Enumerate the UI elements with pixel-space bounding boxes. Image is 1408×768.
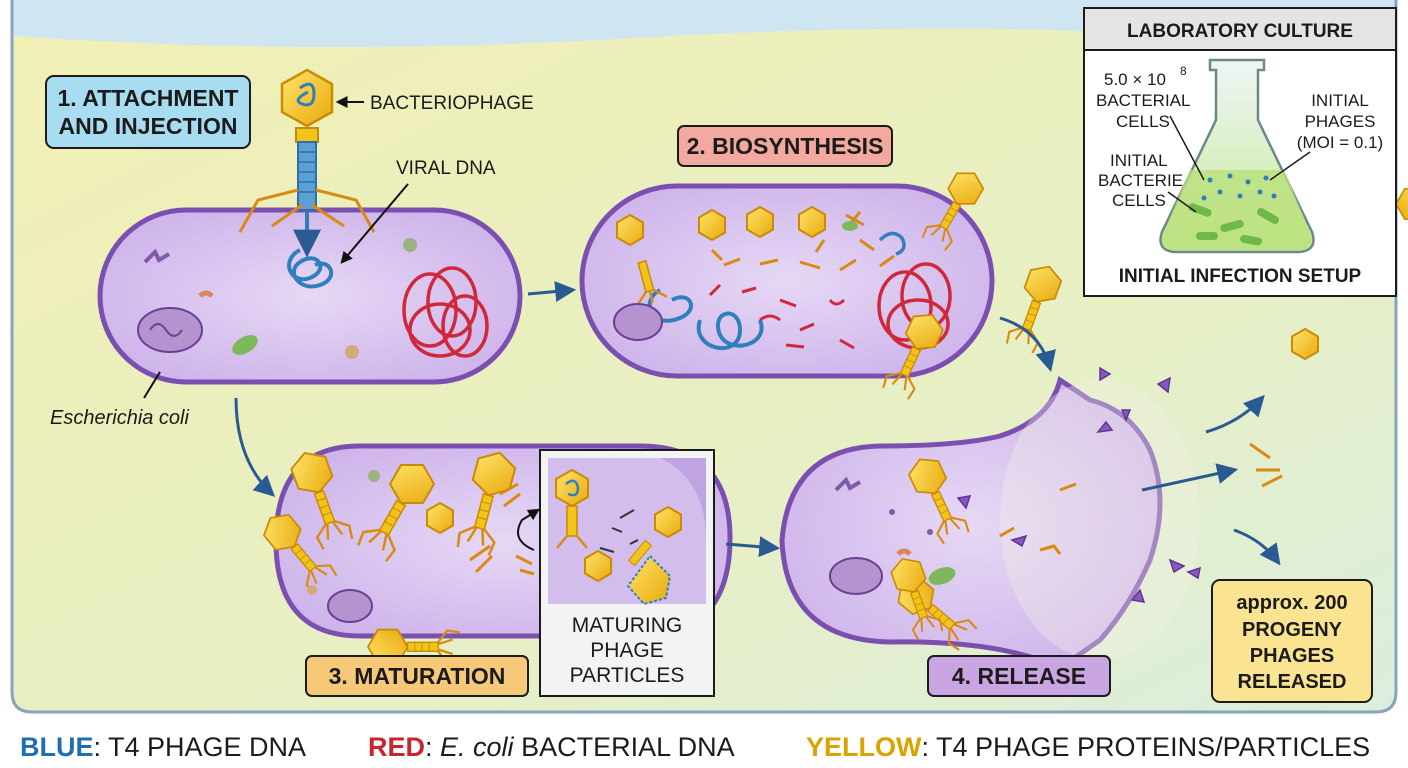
bacterial-cells-line-1: BACTERIAL	[1096, 91, 1190, 110]
released-phages	[1146, 156, 1408, 488]
maturing-line-2: PHAGE	[590, 639, 664, 662]
lab-culture-panel: LABORATORY CULTURE 5.0 × 10 8 BACTERIAL …	[1083, 7, 1397, 297]
lab-title: LABORATORY CULTURE	[1127, 21, 1353, 42]
progeny-line-2: PROGENY	[1242, 619, 1343, 641]
step-4-text: 4. RELEASE	[952, 663, 1086, 689]
step-1-label: 1. ATTACHMENT AND INJECTION	[45, 75, 251, 149]
viral-dna-label: VIRAL DNA	[396, 158, 496, 179]
maturing-line-3: PARTICLES	[570, 664, 685, 687]
cell-stage-1	[97, 207, 523, 385]
bacterial-count-exponent: 8	[1180, 64, 1187, 78]
bacteriophage-label: BACTERIOPHAGE	[370, 93, 534, 114]
flow-arrows	[234, 281, 1281, 566]
bacterial-count-mantissa: 5.0 × 10	[1104, 70, 1166, 89]
legend-yellow: YELLOW: T4 PHAGE PROTEINS/PARTICLES	[806, 732, 1370, 762]
bacterial-cells-line-2: CELLS	[1116, 112, 1170, 131]
step-1-line-2: AND INJECTION	[59, 113, 238, 139]
legend-blue: BLUE: T4 PHAGE DNA	[20, 732, 306, 762]
step-1-line-1: 1. ATTACHMENT	[57, 85, 238, 111]
injecting-phage	[238, 68, 376, 258]
ecoli-label: Escherichia coli	[50, 407, 190, 429]
step-4-label: 4. RELEASE	[927, 655, 1111, 697]
legend-red: RED: E. coli BACTERIAL DNA	[368, 732, 735, 762]
initial-phages-line-1: INITIAL	[1311, 91, 1369, 110]
progeny-line-4: RELEASED	[1238, 671, 1347, 693]
maturing-line-1: MATURING	[572, 614, 682, 637]
cell-stage-4	[779, 164, 1201, 671]
progeny-line-3: PHAGES	[1250, 645, 1334, 667]
initial-bacteria-line-3: CELLS	[1112, 191, 1166, 210]
step-3-label: 3. MATURATION	[305, 655, 529, 697]
legend: BLUE: T4 PHAGE DNA RED: E. coli BACTERIA…	[20, 732, 1370, 762]
cell-stage-2	[579, 183, 995, 379]
progeny-box: approx. 200 PROGENY PHAGES RELEASED	[1211, 579, 1373, 703]
step-3-text: 3. MATURATION	[329, 663, 506, 689]
step-2-text: 2. BIOSYNTHESIS	[687, 133, 884, 159]
initial-bacteria-line-1: INITIAL	[1110, 151, 1168, 170]
lab-footer: INITIAL INFECTION SETUP	[1119, 266, 1362, 287]
initial-bacteria-line-2: BACTERIE	[1098, 171, 1183, 190]
step-2-label: 2. BIOSYNTHESIS	[677, 125, 893, 167]
progeny-line-1: approx. 200	[1236, 592, 1347, 614]
initial-phages-line-3: (MOI = 0.1)	[1297, 133, 1383, 152]
maturing-inset: MATURING PHAGE PARTICLES	[517, 449, 715, 697]
initial-phages-line-2: PHAGES	[1305, 112, 1376, 131]
